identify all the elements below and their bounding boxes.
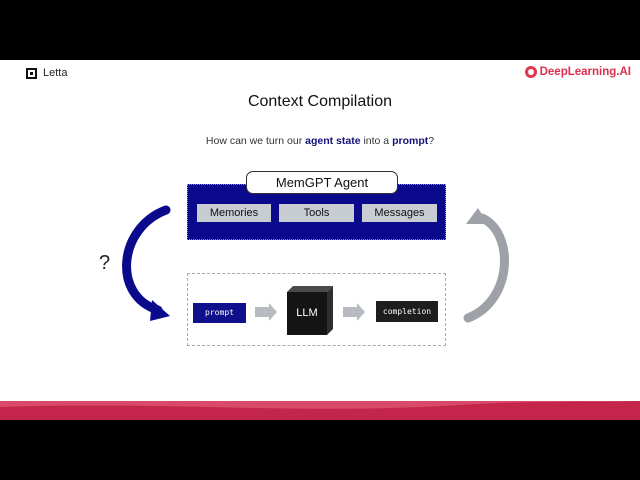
chip-messages: Messages — [362, 204, 437, 222]
llm-cube-side-face — [327, 286, 333, 335]
left-curved-arrow-icon — [122, 205, 171, 315]
bottom-decorative-band — [0, 401, 640, 420]
slide: Letta DeepLearning.AI Context Compilatio… — [0, 60, 640, 420]
left-arrowhead-icon — [150, 300, 170, 321]
llm-cube-top-face — [287, 286, 333, 292]
llm-cube: LLM — [287, 292, 327, 335]
diagram-arrows — [122, 205, 509, 335]
agent-label: MemGPT Agent — [246, 171, 398, 194]
right-arrowhead-icon — [466, 208, 488, 224]
subtitle-agent-state: agent state — [305, 135, 361, 147]
subtitle-mid: into a — [360, 135, 393, 147]
letta-logo-icon — [26, 67, 37, 79]
deeplearning-ai-brand-text: DeepLearning.AI — [539, 66, 631, 78]
deeplearning-ai-logo-icon — [524, 66, 537, 78]
letta-brand-text: Letta — [43, 67, 68, 79]
arrow-llm-to-completion-icon — [343, 303, 365, 321]
slide-subtitle: How can we turn our agent state into a p… — [0, 135, 640, 147]
prompt-block: prompt — [193, 303, 246, 323]
chip-tools: Tools — [279, 204, 354, 222]
band-wave — [0, 401, 640, 420]
subtitle-prefix: How can we turn our — [205, 135, 306, 147]
completion-block: completion — [376, 301, 438, 322]
chip-memories: Memories — [197, 204, 271, 222]
slide-title: Context Compilation — [247, 93, 393, 110]
letta-logo: Letta — [26, 67, 67, 79]
right-curved-arrow-icon — [463, 213, 509, 323]
arrow-prompt-to-llm-icon — [255, 303, 277, 321]
compilation-box — [187, 273, 446, 346]
question-mark: ? — [99, 252, 111, 274]
deeplearning-ai-logo: DeepLearning.AI — [524, 66, 631, 78]
subtitle-prompt: prompt — [392, 135, 429, 147]
subtitle-suffix: ? — [428, 135, 435, 147]
